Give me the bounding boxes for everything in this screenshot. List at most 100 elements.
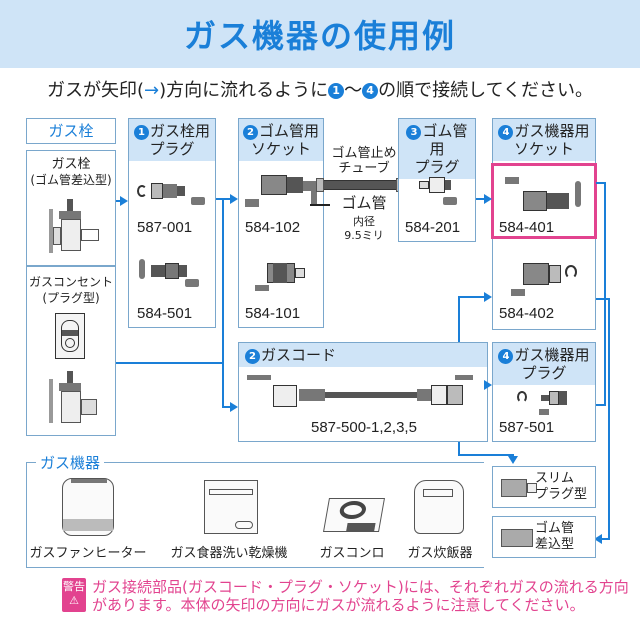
flow-line [222,406,230,408]
flow-arrowhead [230,402,238,412]
step2-header-line2: ソケット [250,140,311,158]
step2-cord-header-text: ガスコード [261,346,337,364]
inlet-slim-plug: スリム プラグ型 [492,466,596,508]
socket-584-402-icon [511,263,591,299]
flow-line [458,442,460,456]
step2-header-line1: ゴム管用 [258,122,319,140]
flow-line [596,298,610,300]
flow-line [458,296,484,298]
rubber-hose-label: ゴム管 [341,194,387,212]
rubber-hose-icon [318,180,402,190]
warning-triangle-icon: ⚠ [69,594,79,607]
flow-arrowhead [594,534,602,544]
step-number-badge: 4 [498,349,514,364]
gas-valve-name: ガス栓 [51,157,91,172]
instruction-tilde: ～ [344,80,363,101]
flow-arrowhead [484,292,492,302]
step-number-badge: 3 [406,125,422,140]
step3-header-line1: ゴム管用 [422,122,468,158]
product-code[interactable]: 587-501 [499,419,555,436]
inlet-type-line2: プラグ型 [535,487,588,502]
appliance-label: ガス食器洗い乾燥機 [170,546,288,561]
product-code[interactable]: 584-401 [499,219,555,236]
flow-line [476,198,484,200]
flow-line [222,198,224,408]
appliance-label: ガス炊飯器 [407,546,473,561]
instruction-suffix: の順で接続してください。 [378,80,594,101]
socket-584-102-icon [245,175,321,215]
plug-584-501-icon [137,259,207,289]
flow-line [600,538,610,540]
appliances-frame [26,462,484,568]
flow-arrowhead [120,196,128,206]
product-code[interactable]: 584-102 [245,219,301,236]
flow-arrowhead [484,194,492,204]
plug-587-001-icon [137,181,207,207]
product-code[interactable]: 584-201 [405,219,461,236]
dishwasher-icon [204,480,258,534]
step1-header-line2: プラグ [149,140,195,158]
inlet-type-line1: スリム [535,471,575,486]
step4-header-line1: ガス機器用 [514,122,590,140]
product-code[interactable]: 584-101 [245,305,301,322]
step-number-badge: 2 [245,349,260,364]
title-band: ガス機器の使用例 [0,0,640,68]
step4-plug-header-line2: プラグ [521,364,567,382]
product-code[interactable]: 587-500-1,2,3,5 [311,419,417,436]
appliances-header: ガス機器 [36,452,105,473]
pointer-line [310,204,330,206]
gas-valve-sub: (プラグ型) [42,291,100,305]
page-title: ガス機器の使用例 [183,17,456,55]
gas-valve-plug-icon [49,371,103,429]
step1-header-line1: ガス栓用 [149,122,210,140]
arrow-right-icon: → [143,80,160,101]
gas-stove-icon [323,498,385,532]
step-number-badge: 2 [242,125,258,140]
product-code[interactable]: 584-501 [137,305,193,322]
flow-line [116,362,222,364]
gas-valve-name: ガスコンセント [28,275,113,289]
gas-valve-header: ガス栓 [26,118,116,144]
step-number-badge: 4 [362,83,379,99]
gas-outlet-icon [55,313,85,359]
slim-plug-icon [501,479,527,497]
step4-plug-header-line1: ガス機器用 [514,346,590,364]
flow-line [596,182,606,184]
flow-line [596,404,606,406]
inlet-rubber-hose: ゴム管 差込型 [492,516,596,558]
flow-arrowhead [508,456,518,464]
inner-diameter-value: 9.5ミリ [344,229,384,242]
rice-cooker-icon [414,480,464,534]
warning-label: 警告 [63,580,85,593]
rubber-hose-inlet-icon [501,529,533,547]
gas-valve-rubber-type: ガス栓 (ゴム管差込型) [26,150,116,266]
gas-valve-outlet-type: ガスコンセント (プラグ型) [26,266,116,436]
plug-587-501-icon [517,391,577,417]
product-code[interactable]: 584-402 [499,305,555,322]
flow-arrowhead [484,380,492,390]
fan-heater-icon [62,478,114,536]
appliance-label: ガスファンヒーター [29,546,147,561]
hose-stopper-line2: チューブ [338,161,390,176]
step-number-badge: 4 [498,125,514,140]
flow-line [116,200,122,202]
socket-584-401-icon [505,177,589,213]
product-code[interactable]: 587-001 [137,219,193,236]
appliance-label: ガスコンロ [319,546,385,561]
warning-badge: 警告 ⚠ [62,578,86,612]
instruction-prefix: ガスが矢印( [46,80,144,101]
socket-584-101-icon [253,263,313,293]
hose-stopper-line1: ゴム管止め [331,146,397,161]
